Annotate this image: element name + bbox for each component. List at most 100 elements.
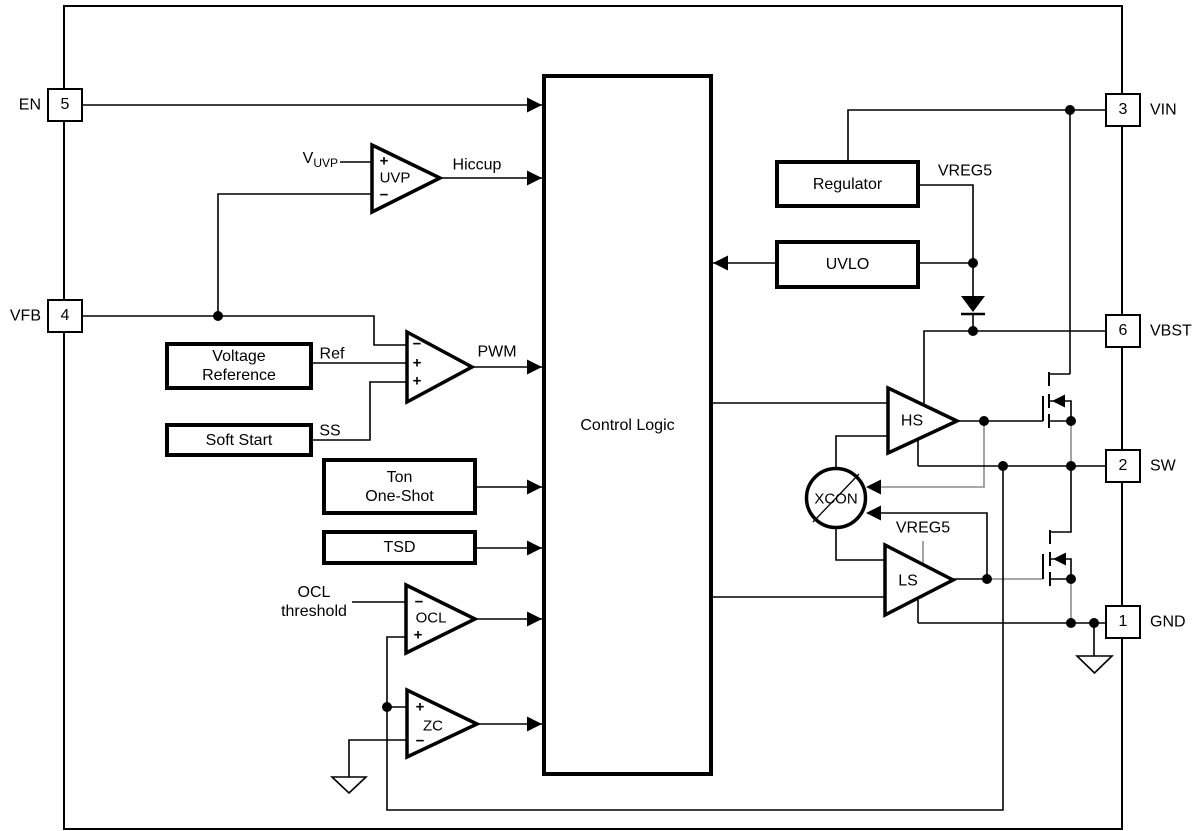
regulator-label: Regulator xyxy=(812,175,883,193)
voltage-reference-label-line2: Reference xyxy=(202,367,276,384)
ref-label: Ref xyxy=(319,345,345,363)
arrowhead-icon xyxy=(527,479,542,495)
voltage-reference-block: Voltage Reference xyxy=(165,342,313,390)
pwm-minus-sign: − xyxy=(412,335,422,353)
hs-nmos-icon xyxy=(1042,372,1072,428)
xcon-slash-icon xyxy=(812,473,860,523)
ls-output-sense-wire xyxy=(868,512,988,579)
pin-number-sw: 2 xyxy=(1118,457,1128,474)
control-logic-block: Control Logic xyxy=(542,74,713,776)
pin-box-gnd: 1 xyxy=(1105,605,1141,639)
vfb-wire xyxy=(83,315,407,346)
hs-body-arrow-icon xyxy=(1052,394,1065,408)
arrowhead-icon xyxy=(527,716,542,732)
comparator-shapes xyxy=(370,142,962,760)
uvp-minus-sign: − xyxy=(379,186,389,204)
arrowhead-icon xyxy=(527,97,542,113)
arrowhead-icon xyxy=(527,611,542,627)
ocl-comparator-shape xyxy=(404,582,479,656)
junction-dot xyxy=(979,416,989,426)
pin-box-sw: 2 xyxy=(1105,449,1141,483)
junction-dot xyxy=(382,702,392,712)
ss-wire xyxy=(313,381,407,441)
ss-label: SS xyxy=(319,422,341,440)
ocl-minus-sign: − xyxy=(414,593,424,611)
ocl-threshold-line2: threshold xyxy=(281,603,347,620)
ls-driver-shape xyxy=(883,542,957,618)
vreg5-wire xyxy=(920,184,974,296)
vfb-to-uvp-wire xyxy=(217,193,372,316)
pin-box-en: 5 xyxy=(47,88,83,122)
ton-label-line1: Ton xyxy=(386,468,413,486)
control-logic-label: Control Logic xyxy=(580,416,675,434)
ls-body-arrow-icon xyxy=(1053,552,1066,566)
voltage-reference-label-line1: Voltage xyxy=(212,348,266,365)
vreg5-top-label: VREG5 xyxy=(937,162,993,180)
pin-number-en: 5 xyxy=(60,96,70,113)
uvp-label: UVP xyxy=(379,169,411,187)
xcon-ls-wire xyxy=(835,528,885,561)
bootstrap-diode-icon xyxy=(961,296,985,316)
xcon-shape xyxy=(804,466,868,530)
pwm-comparator-shape xyxy=(405,329,476,405)
ocl-threshold-line1: OCL xyxy=(297,584,331,601)
zc-minus-gnd-wire xyxy=(348,739,407,777)
zc-comparator-shape xyxy=(405,687,482,760)
junction-dot xyxy=(968,258,978,268)
zc-minus-sign: − xyxy=(415,732,425,750)
pin-number-vbst: 6 xyxy=(1118,322,1128,339)
vbst-wire xyxy=(923,330,1106,404)
junction-dot xyxy=(1066,461,1076,471)
arrowhead-icon xyxy=(866,505,881,521)
arrowhead-icon xyxy=(527,170,542,186)
ground-icon xyxy=(1075,655,1114,675)
vuvp-base: V xyxy=(302,149,314,167)
junction-dot xyxy=(1066,574,1076,584)
pin-label-sw: SW xyxy=(1150,457,1176,475)
xcon-label: XCON xyxy=(814,490,858,508)
ground-icon xyxy=(329,776,369,795)
ocl-plus-sign: + xyxy=(413,626,423,644)
uvp-comparator-shape xyxy=(370,142,444,215)
junction-dot xyxy=(213,311,223,321)
junction-dot xyxy=(1065,105,1075,115)
soft-start-label: Soft Start xyxy=(205,431,273,449)
ocl-label: OCL xyxy=(415,609,447,627)
zc-plus-sign: + xyxy=(415,698,425,716)
junction-dot xyxy=(1066,416,1076,426)
junction-dot xyxy=(998,461,1008,471)
ls-nmos-icon xyxy=(1042,466,1072,586)
arrowheads xyxy=(527,97,881,732)
pin-box-vbst: 6 xyxy=(1105,314,1141,348)
xcon-hs-wire xyxy=(835,435,888,468)
pwm-plus1-sign: + xyxy=(412,354,422,372)
pwm-label: PWM xyxy=(477,343,517,361)
current-sense-wire xyxy=(386,466,1004,811)
ton-label-line2: One-Shot xyxy=(365,487,434,505)
hs-output-sense-wire xyxy=(868,421,985,488)
ton-one-shot-block: Ton One-Shot xyxy=(322,458,477,515)
arrowhead-icon xyxy=(527,359,542,375)
junction-dot xyxy=(968,326,978,336)
pin-label-vfb: VFB xyxy=(9,307,41,325)
hs-driver-label: HS xyxy=(900,412,924,430)
chip-boundary xyxy=(63,5,1123,830)
uvlo-block: UVLO xyxy=(775,240,920,289)
vuvp-sub: UVP xyxy=(313,156,338,171)
pin-number-vin: 3 xyxy=(1118,101,1128,118)
regulator-block: Regulator xyxy=(775,160,920,208)
junction-dots xyxy=(213,105,1099,712)
arrowhead-icon xyxy=(713,255,728,271)
vreg5-ls-label: VREG5 xyxy=(895,519,951,537)
tsd-label: TSD xyxy=(383,539,416,556)
soft-start-block: Soft Start xyxy=(165,423,313,457)
pin-number-vfb: 4 xyxy=(60,307,70,324)
pin-label-vin: VIN xyxy=(1150,101,1177,119)
pin-box-vin: 3 xyxy=(1105,93,1141,127)
pin-label-gnd: GND xyxy=(1150,613,1186,631)
pin-number-gnd: 1 xyxy=(1118,613,1128,630)
arrowhead-icon xyxy=(527,540,542,556)
pin-box-vfb: 4 xyxy=(47,299,83,333)
